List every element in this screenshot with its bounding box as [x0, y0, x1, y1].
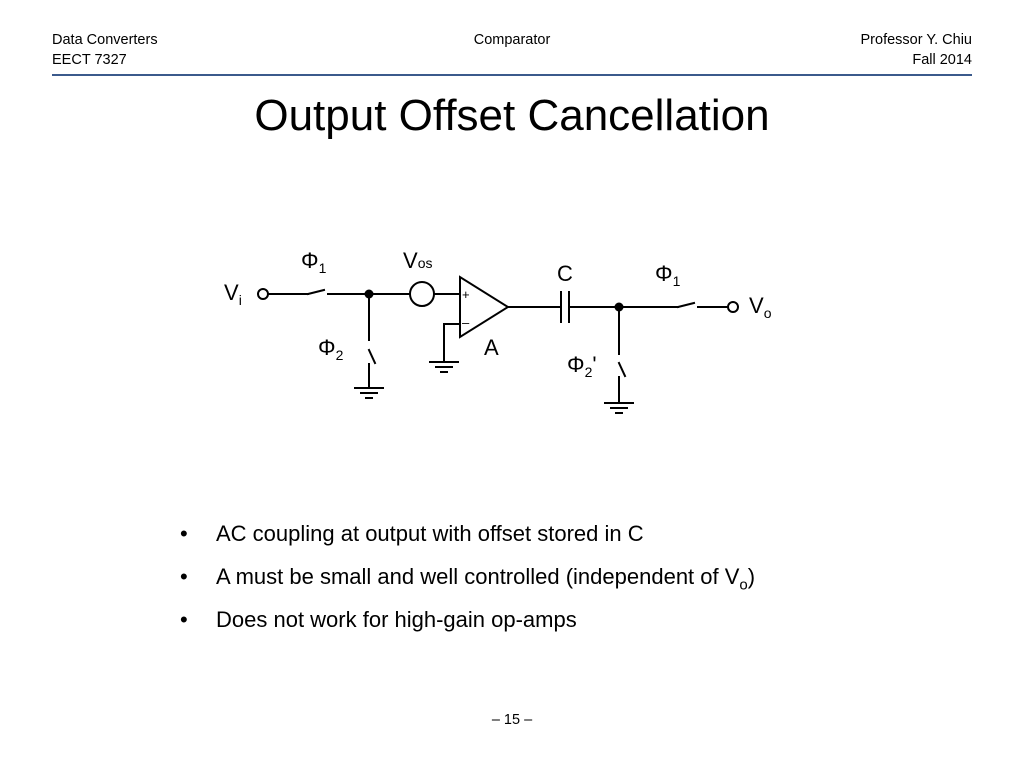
list-item: • AC coupling at output with offset stor…: [170, 518, 755, 561]
list-item: • Does not work for high-gain op-amps: [170, 604, 755, 647]
page-number: – 15 –: [491, 712, 533, 728]
label-amp: A: [484, 335, 499, 360]
header-rule: [52, 74, 972, 76]
switch-phi2-shunt: [367, 348, 377, 365]
header-topic: Comparator: [473, 32, 551, 48]
bullet-subscript: o: [739, 576, 748, 594]
bullet-list: • AC coupling at output with offset stor…: [170, 518, 755, 647]
amplifier-triangle: [459, 275, 510, 339]
term: Fall 2014: [912, 52, 972, 68]
output-terminal: [727, 301, 739, 313]
input-terminal: [257, 288, 269, 300]
bullet-tail: ): [747, 564, 756, 589]
switch-phi1-in: [306, 288, 326, 296]
offset-voltage-source: [409, 281, 435, 307]
label-phi2-in: Φ2: [318, 335, 344, 363]
ground-symbol: [354, 387, 384, 399]
instructor-name: Professor Y. Chiu: [860, 32, 973, 48]
bullet-text: A must be small and well controlled (ind…: [216, 564, 740, 589]
label-phi1-out: Φ1: [655, 261, 681, 289]
bullet-text: AC coupling at output with offset stored…: [216, 521, 644, 546]
label-vos: Vos: [403, 248, 432, 273]
label-vi: Vi: [224, 280, 242, 308]
bullet-text: Does not work for high-gain op-amps: [216, 607, 577, 632]
bullet-marker: •: [180, 521, 188, 546]
header-left: Data Converters EECT 7327: [52, 30, 158, 70]
header-right: Professor Y. Chiu Fall 2014: [861, 30, 973, 70]
course-code: EECT 7327: [52, 52, 127, 68]
slide-title: Output Offset Cancellation: [254, 91, 770, 140]
label-phi2-prime: Φ2': [567, 352, 597, 380]
switch-phi1-out: [676, 301, 696, 309]
bullet-marker: •: [180, 564, 188, 589]
switch-phi2-prime-shunt: [617, 361, 627, 378]
amp-plus-sign: +: [462, 287, 470, 302]
ground-symbol: [429, 361, 459, 373]
ground-symbol: [604, 402, 634, 414]
amp-minus-sign: –: [462, 315, 470, 330]
list-item: • A must be small and well controlled (i…: [170, 561, 755, 604]
bullet-marker: •: [180, 607, 188, 632]
label-phi1-in: Φ1: [301, 248, 327, 276]
course-name: Data Converters: [52, 32, 158, 48]
label-capacitor: C: [557, 261, 573, 286]
label-vo: Vo: [749, 293, 772, 321]
